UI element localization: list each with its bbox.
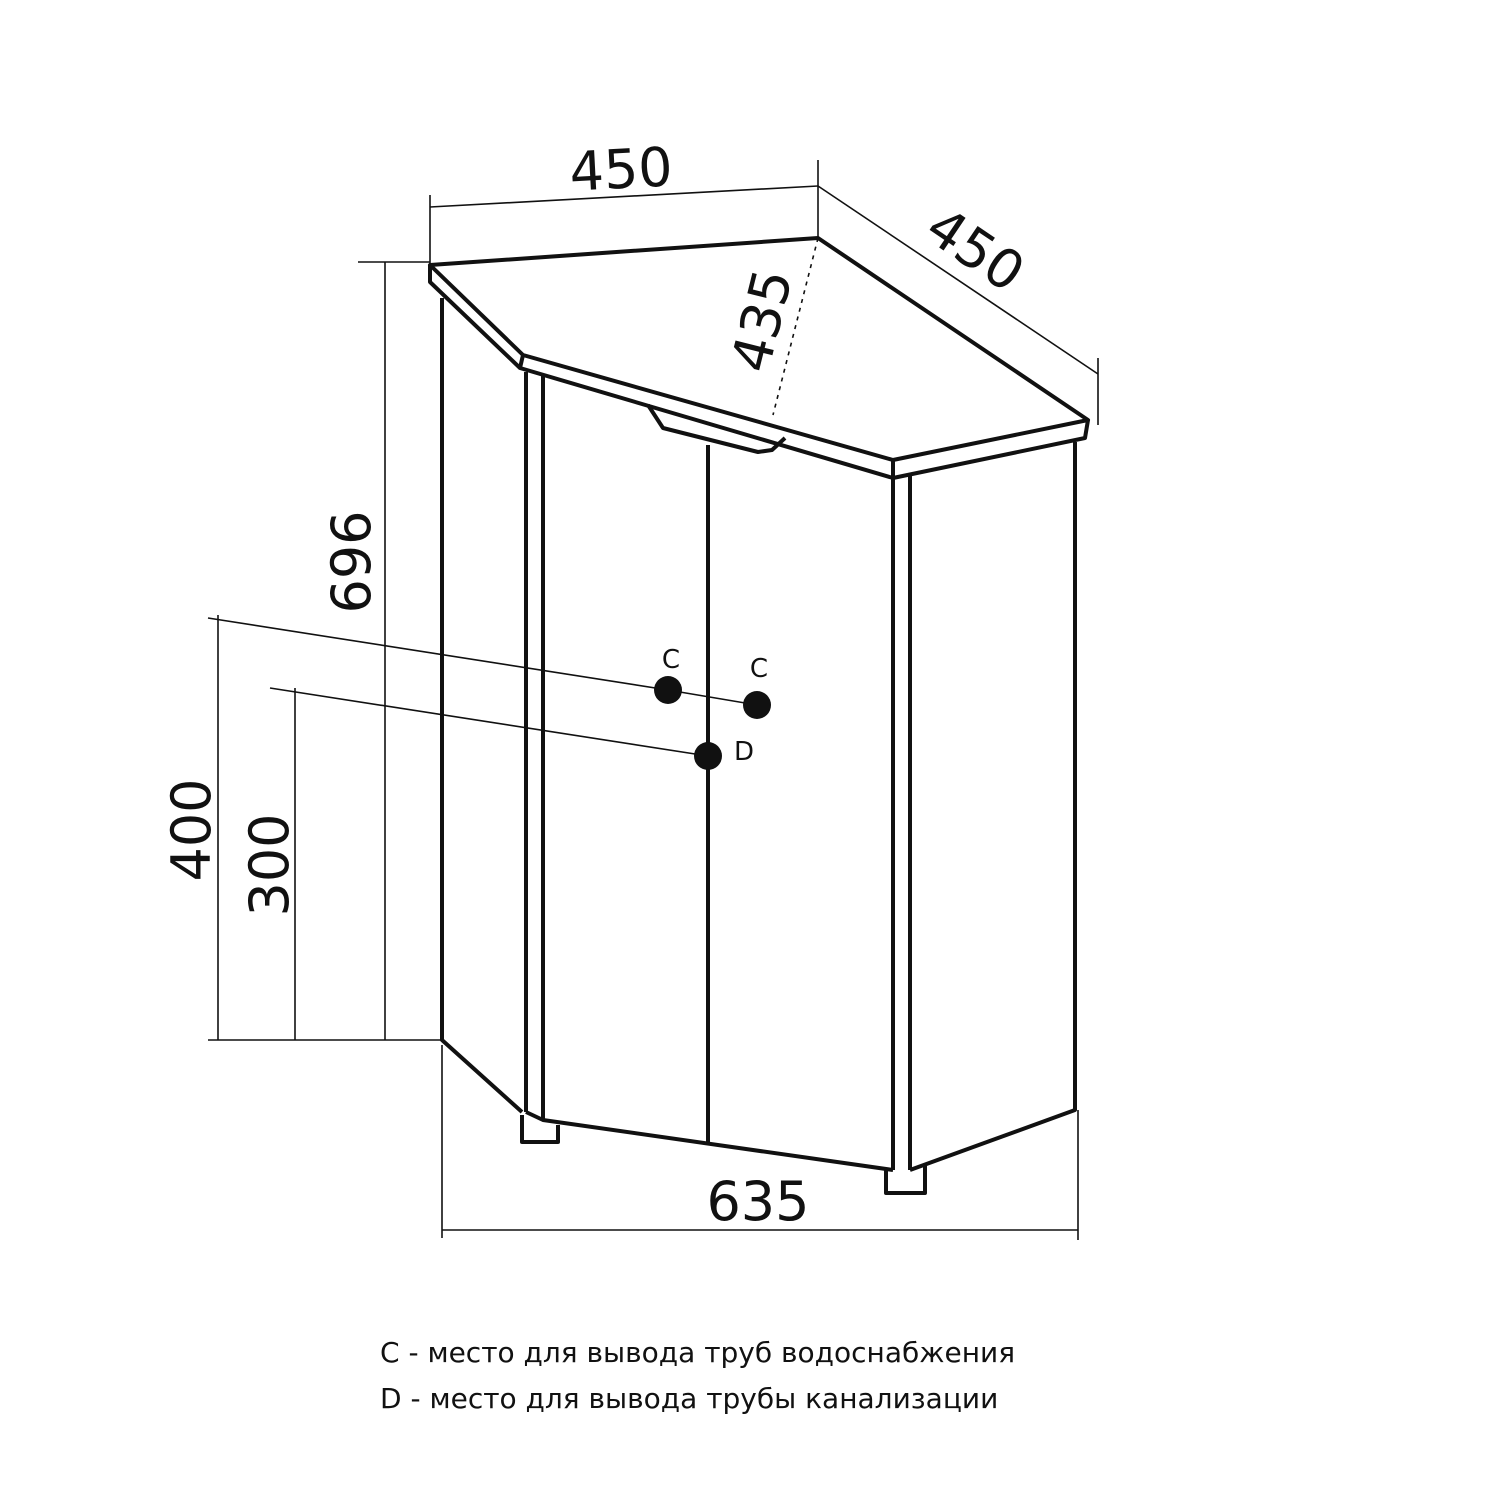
dimension-lines [207, 160, 1099, 1240]
dim-diagonal: 435 [719, 263, 805, 378]
water-outlet-left-marker [654, 676, 682, 704]
label-c-right: C [750, 654, 768, 684]
legend-d: D - место для вывода трубы канализации [380, 1382, 998, 1415]
door-bottom [525, 1110, 894, 1172]
label-d: D [734, 737, 754, 767]
dim-c-height: 400 [160, 778, 223, 881]
label-c-left: C [662, 645, 680, 675]
countertop-edge [428, 265, 1090, 480]
dim-side-depth: 450 [915, 195, 1036, 305]
countertop-top [428, 236, 1090, 462]
right-foot [884, 1165, 927, 1195]
water-outlet-right-marker [743, 691, 771, 719]
dim-d-height: 300 [238, 813, 301, 916]
legend-c: C - место для вывода труб водоснабжения [380, 1336, 1015, 1369]
right-side-panel [909, 442, 1077, 1172]
drain-outlet-marker [694, 742, 722, 770]
left-foot [520, 1115, 560, 1144]
sink-bowl [646, 403, 787, 454]
left-side-panel [440, 298, 524, 1114]
dim-top-width: 450 [568, 135, 674, 203]
dim-height: 696 [320, 510, 383, 613]
dim-front-width: 635 [706, 1170, 809, 1233]
